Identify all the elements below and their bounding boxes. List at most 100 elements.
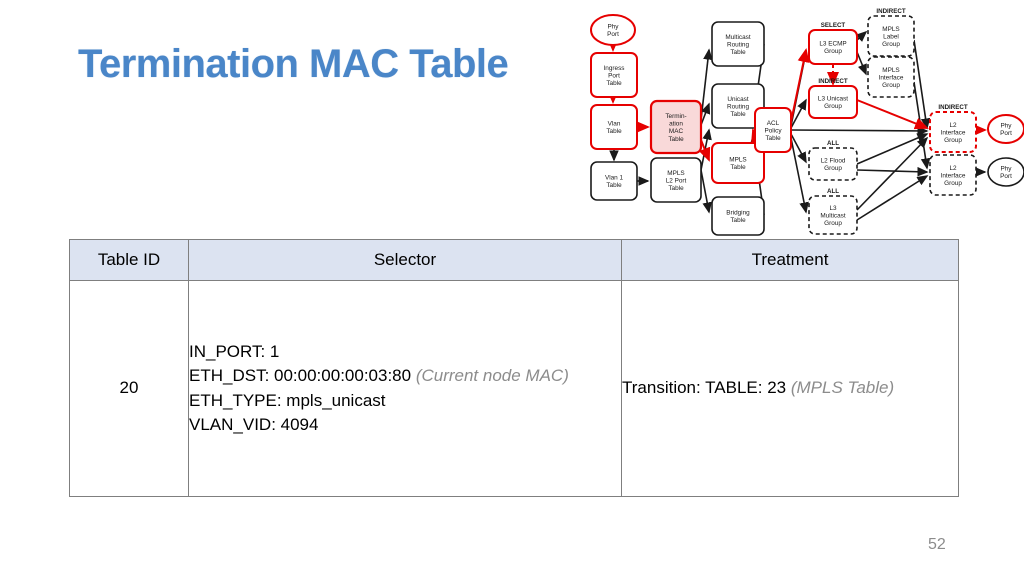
node-label-line: L2 bbox=[949, 165, 957, 172]
node-label-line: Vlan 1 bbox=[605, 175, 624, 182]
node-label-line: MPLS bbox=[882, 26, 899, 33]
node-shape bbox=[808, 85, 858, 119]
node-label-line: Interface bbox=[941, 129, 966, 136]
column-header-selector: Selector bbox=[188, 239, 622, 281]
node-tag: ALL bbox=[827, 188, 839, 195]
node-tag: INDIRECT bbox=[876, 8, 905, 15]
table-header-row: Table ID Selector Treatment bbox=[69, 239, 959, 281]
node-label-line: ation bbox=[669, 121, 683, 128]
diagram-edges-black bbox=[609, 30, 987, 221]
selector-eth-dst-value: ETH_DST: 00:00:00:00:03:80 bbox=[189, 366, 416, 386]
node-label-line: Table bbox=[668, 185, 684, 192]
node-label-line: Group bbox=[944, 137, 962, 144]
node-shape bbox=[590, 104, 638, 150]
node-label-line: Group bbox=[944, 180, 962, 187]
node-shape bbox=[754, 107, 792, 153]
node-label-line: MAC bbox=[669, 128, 684, 135]
node-label-line: L2 Port bbox=[666, 177, 687, 184]
node-label-line: Policy bbox=[764, 127, 782, 134]
node-label-line: Ingress bbox=[604, 65, 625, 72]
node-shape bbox=[649, 99, 703, 155]
node-tag: ALL bbox=[827, 140, 839, 147]
node-label-line: MPLS bbox=[729, 157, 746, 164]
node-label-line: Table bbox=[606, 182, 622, 189]
node-label-line: MPLS bbox=[667, 170, 684, 177]
node-label-line: Group bbox=[882, 82, 900, 89]
node-label-line: MPLS bbox=[882, 67, 899, 74]
node-label-line: L3 ECMP bbox=[819, 41, 846, 48]
page-number: 52 bbox=[928, 536, 946, 553]
node-tag: INDIRECT bbox=[938, 104, 967, 111]
cell-table-id: 20 bbox=[69, 280, 189, 497]
diagram-edges-red bbox=[607, 38, 987, 164]
node-label-line: Routing bbox=[727, 103, 749, 110]
node-shape bbox=[867, 15, 915, 57]
node-label-line: L3 bbox=[829, 205, 837, 212]
node-shape bbox=[929, 154, 977, 196]
node-shape bbox=[987, 114, 1024, 144]
node-label-line: Table bbox=[730, 217, 746, 224]
node-label-line: Phy bbox=[1000, 123, 1012, 130]
node-label-line: ACL bbox=[767, 120, 780, 127]
node-label-line: Multicast bbox=[725, 34, 750, 41]
cell-treatment: Transition: TABLE: 23 (MPLS Table) bbox=[621, 280, 959, 497]
selector-lines: IN_PORT: 1 ETH_DST: 00:00:00:00:03:80 (C… bbox=[189, 340, 621, 437]
node-shape bbox=[590, 14, 636, 46]
node-label-line: Phy bbox=[1000, 166, 1012, 173]
node-label-line: Table bbox=[730, 111, 746, 118]
node-shape bbox=[590, 52, 638, 98]
column-header-table-id: Table ID bbox=[69, 239, 189, 281]
node-label-line: Table bbox=[606, 80, 622, 87]
selector-eth-dst-note: (Current node MAC) bbox=[415, 366, 569, 386]
node-label-line: Interface bbox=[879, 74, 904, 81]
node-label-line: Table bbox=[668, 136, 684, 143]
node-tag: SELECT bbox=[821, 22, 846, 29]
node-label-line: Termin- bbox=[665, 113, 686, 120]
node-label-line: Table bbox=[765, 135, 781, 142]
node-label-line: Table bbox=[730, 49, 746, 56]
node-label-line: Interface bbox=[941, 172, 966, 179]
cell-selector: IN_PORT: 1 ETH_DST: 00:00:00:00:03:80 (C… bbox=[188, 280, 622, 497]
page-title: Termination MAC Table bbox=[78, 42, 509, 86]
node-label-line: Port bbox=[608, 72, 620, 79]
node-label-line: Phy bbox=[607, 24, 619, 31]
node-label-line: Group bbox=[824, 103, 842, 110]
node-shape bbox=[987, 157, 1024, 187]
node-label-line: Port bbox=[607, 31, 619, 38]
node-shape bbox=[929, 111, 977, 153]
node-label-line: Bridging bbox=[726, 210, 750, 217]
table-row: 20 IN_PORT: 1 ETH_DST: 00:00:00:00:03:80… bbox=[69, 280, 959, 497]
node-label-line: L3 Unicast bbox=[818, 96, 848, 103]
node-label-line: Label bbox=[883, 33, 899, 40]
node-shape bbox=[711, 142, 765, 184]
node-label-line: L2 bbox=[949, 122, 957, 129]
flow-spec-table: Table ID Selector Treatment 20 IN_PORT: … bbox=[69, 239, 959, 497]
column-header-treatment: Treatment bbox=[621, 239, 959, 281]
node-label-line: Table bbox=[606, 128, 622, 135]
node-label-line: Group bbox=[824, 220, 842, 227]
node-shape bbox=[590, 161, 638, 201]
node-shape bbox=[808, 29, 858, 65]
node-tag: INDIRECT bbox=[818, 78, 847, 85]
